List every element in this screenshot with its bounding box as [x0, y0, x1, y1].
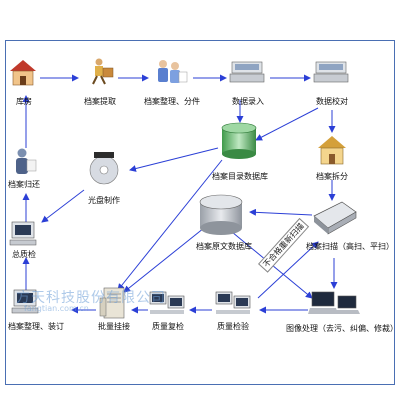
- warehouse-icon: [10, 60, 36, 86]
- node-label-catalog-db: 档案目录数据库: [212, 172, 268, 181]
- node-label-qc: 质量检验: [217, 322, 249, 331]
- arrow-catalogdb-batch: [117, 159, 223, 291]
- node-label-organize: 档案整理、分件: [144, 97, 200, 106]
- node-label-verify: 数据校对: [316, 97, 348, 106]
- arrows: [22, 74, 338, 314]
- node-label-batch-mount: 批量挂接: [98, 322, 130, 331]
- qc-computer-icon: [215, 291, 251, 314]
- node-label-warehouse: 库房: [16, 97, 32, 106]
- scanner-icon: [313, 201, 357, 235]
- return-person-icon: [16, 148, 37, 174]
- arrow-qc-scan: [257, 241, 319, 299]
- arrow-catalogdb-disc: [129, 147, 219, 172]
- batch-mount-server-icon: [99, 287, 125, 319]
- arrow-verify-catalogdb: [255, 107, 319, 141]
- rebind-computer-icon: [11, 289, 39, 314]
- node-label-split: 档案拆分: [316, 172, 348, 181]
- node-label-recheck: 质量复检: [152, 322, 184, 331]
- arrow-scan-fulltextdb: [249, 208, 313, 216]
- image-processing-laptop-icon: [308, 291, 360, 314]
- node-label-total-check: 总质检: [12, 250, 36, 259]
- node-label-rebind: 档案整理、装订: [8, 322, 64, 331]
- node-label-extract: 档案提取: [84, 97, 116, 106]
- node-label-image-proc: 图像处理（去污、纠偏、修裁）: [286, 324, 398, 333]
- catalog-database-icon: [221, 122, 257, 159]
- watermark-url: fangtian.com.cn: [24, 304, 89, 313]
- node-label-fulltext-db: 档案原文数据库: [196, 242, 252, 251]
- disc-icon: [89, 152, 119, 185]
- arrow-disc-totalcheck: [41, 189, 85, 223]
- organize-icon: [158, 60, 188, 83]
- arrow-fulltextdb-batch: [123, 227, 205, 293]
- total-check-computer-icon: [9, 221, 37, 246]
- node-label-entry: 数据录入: [232, 97, 264, 106]
- extract-icon: [92, 58, 114, 85]
- watermark-company: 方天科技股份有限公司: [16, 290, 166, 306]
- node-label-disc: 光盘制作: [88, 196, 120, 205]
- data-entry-computer-icon: [229, 61, 265, 83]
- diagram-frame: [5, 40, 395, 385]
- node-label-scan: 档案扫描（高扫、平扫）: [306, 242, 394, 251]
- node-label-return: 档案归还: [8, 180, 40, 189]
- recheck-computer-icon: [149, 291, 185, 314]
- data-verify-computer-icon: [313, 61, 349, 83]
- split-icon: [318, 136, 346, 165]
- fulltext-database-icon: [199, 194, 243, 235]
